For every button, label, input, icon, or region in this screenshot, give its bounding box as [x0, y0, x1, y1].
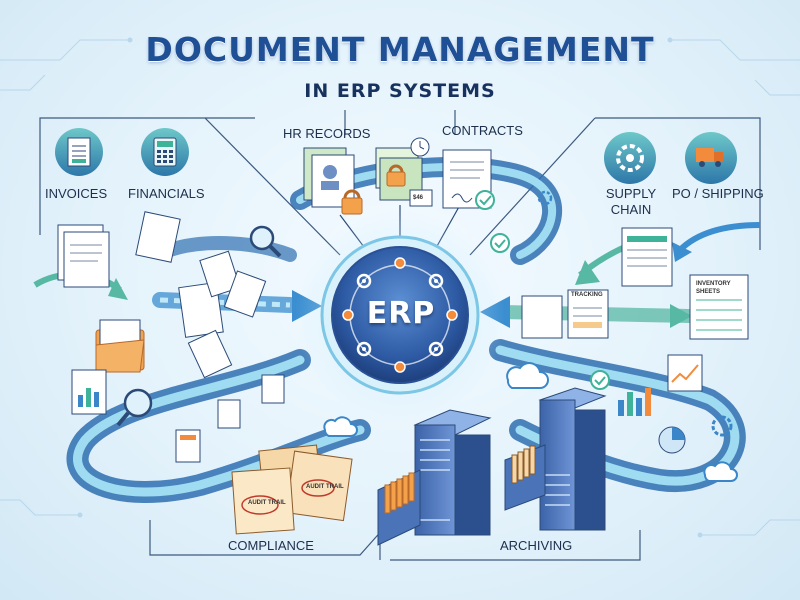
- circuit-lines: [0, 37, 800, 538]
- section-label-supply-chain: SUPPLY CHAIN: [605, 186, 657, 217]
- gear-icon: [356, 273, 444, 357]
- pie-chart-icon: [658, 426, 686, 454]
- frame-supply: [595, 117, 761, 250]
- folder-icon: [95, 319, 145, 373]
- page-subtitle: IN ERP SYSTEMS: [304, 80, 496, 102]
- supply-chain-gear-icon: [604, 132, 656, 184]
- frame-finance: [39, 117, 341, 256]
- bar-chart-icon: [618, 388, 651, 416]
- section-label-compliance: COMPLIANCE: [228, 538, 314, 553]
- lock-icon: [341, 164, 406, 215]
- arrow-head-supply: [575, 260, 600, 285]
- page-title: DOCUMENT MANAGEMENT: [145, 30, 655, 69]
- check-icon: [490, 233, 610, 390]
- arrow-head-po: [672, 242, 692, 262]
- truck-icon: [685, 132, 737, 184]
- hub-nodes: [342, 257, 458, 373]
- cloud-icon: [323, 362, 738, 482]
- magnifier-icon: [116, 225, 282, 427]
- erp-hub-label: ERP: [366, 296, 436, 331]
- report-document: [71, 369, 107, 415]
- audit-trail-documents: [175, 374, 353, 535]
- section-label-po-shipping: PO / SHIPPING: [672, 186, 764, 201]
- arrow-head-invoices: [108, 278, 128, 300]
- invoice-papers: [57, 211, 267, 379]
- inventory-sheets-label: INVENTORY SHEETS: [696, 281, 731, 295]
- archive-drawer: [377, 444, 546, 546]
- section-label-hr-records: HR RECORDS: [283, 126, 371, 141]
- arrow-po: [677, 222, 761, 253]
- section-label-financials: FINANCIALS: [128, 186, 205, 201]
- audit-trail-label-1: AUDIT TRAIL: [248, 500, 286, 506]
- trend-icon: [667, 354, 703, 392]
- contract-document: [442, 149, 495, 210]
- tracking-label: TRACKING: [571, 292, 603, 298]
- stamp-icon: [241, 479, 335, 515]
- section-label-invoices: INVOICES: [45, 186, 108, 201]
- invoice-icon: [55, 128, 103, 176]
- inventory-sheet: [621, 227, 749, 340]
- frame-archiving: [390, 530, 641, 561]
- server-rack: [413, 387, 607, 536]
- calculator-icon: [141, 128, 189, 176]
- hr-records-files: [303, 137, 433, 208]
- audit-trail-label-2: AUDIT TRAIL: [306, 484, 344, 490]
- tracking-document: [521, 289, 609, 339]
- id-card-label: $46: [413, 195, 424, 201]
- section-label-contracts: CONTRACTS: [442, 123, 523, 138]
- section-label-archiving: ARCHIVING: [500, 538, 573, 553]
- gear-small-icon: [537, 190, 733, 437]
